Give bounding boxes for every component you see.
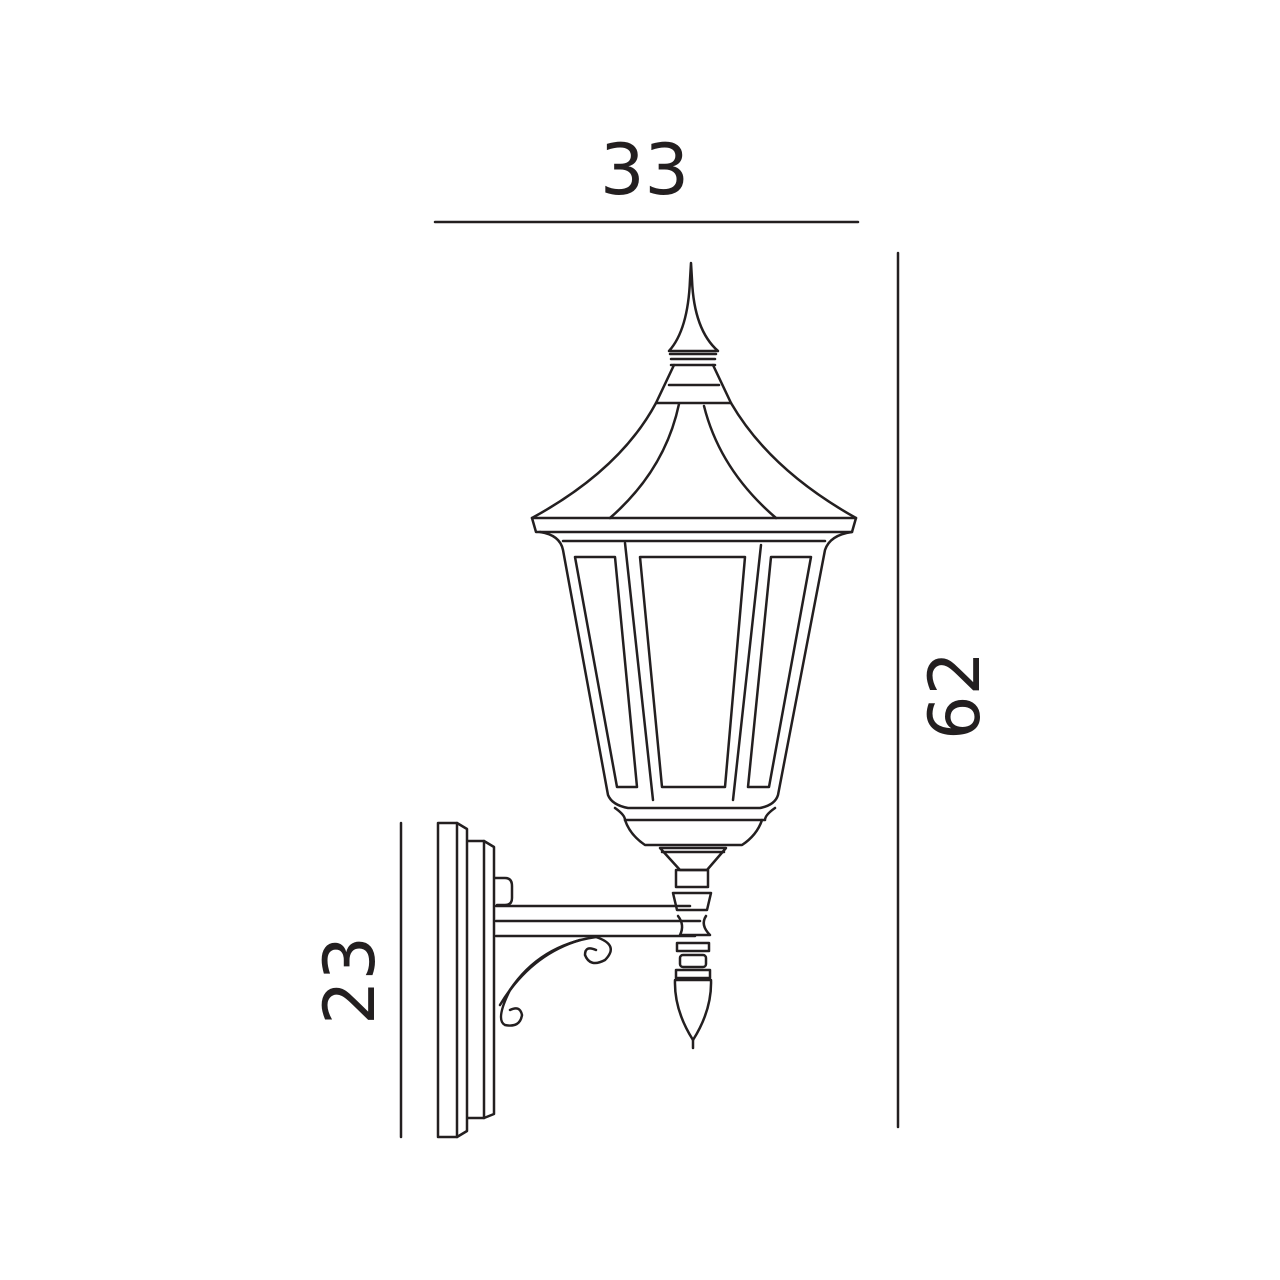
lantern-glass-body-icon — [538, 530, 854, 847]
lantern-roof-icon — [530, 401, 858, 534]
wall-plate-icon — [436, 821, 496, 1139]
lantern-bottom-socket-icon — [658, 846, 728, 1050]
wall-bracket-arm-icon — [493, 876, 702, 1027]
lantern-finial-icon — [654, 261, 733, 405]
width-dimension-label: 33 — [600, 129, 690, 211]
